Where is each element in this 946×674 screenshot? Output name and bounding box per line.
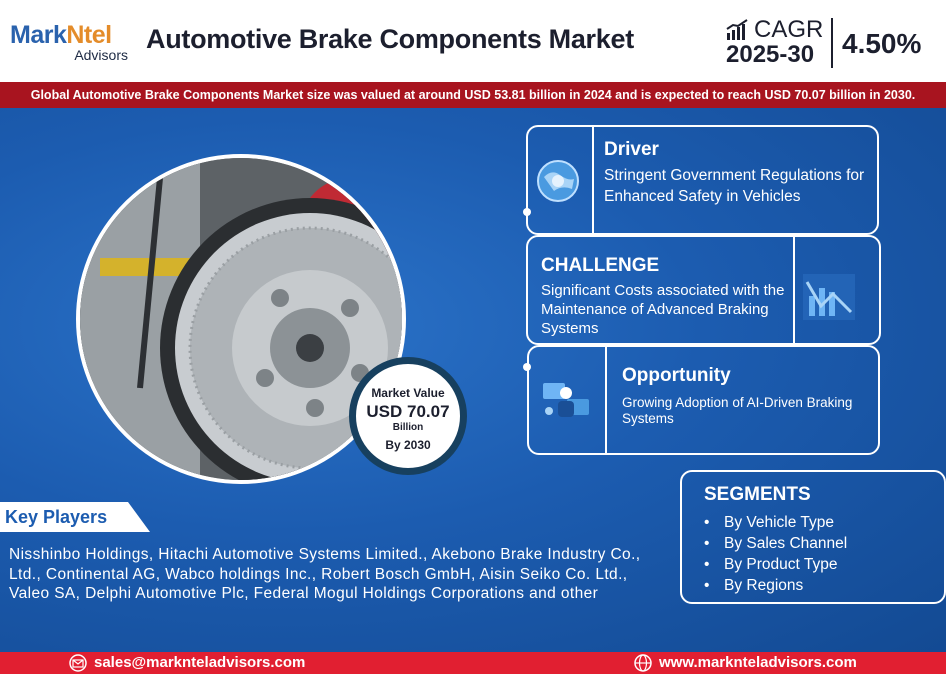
segments-title: SEGMENTS <box>704 484 811 505</box>
ai-assistant-icon <box>543 383 589 417</box>
challenge-title: CHALLENGE <box>541 255 660 276</box>
cagr-label: CAGR <box>754 16 824 43</box>
logo-ntel: Ntel <box>66 21 112 49</box>
key-players-text: Nisshinbo Holdings, Hitachi Automotive S… <box>9 546 641 602</box>
market-value-badge: Market Value USD 70.07 Billion By 2030 <box>349 357 467 475</box>
globe-regulation-icon <box>537 160 579 202</box>
segment-item: By Regions <box>704 575 944 596</box>
challenge-text: Significant Costs associated with the Ma… <box>541 282 785 337</box>
driver-title: Driver <box>604 139 659 160</box>
opportunity-title: Opportunity <box>622 365 731 386</box>
segment-item: By Sales Channel <box>704 533 944 554</box>
driver-dot <box>523 208 531 216</box>
logo-sub: Advisors <box>74 47 128 63</box>
key-players-tag: Key Players <box>0 502 150 532</box>
challenge-icon-cell <box>793 237 795 343</box>
opportunity-text: Growing Adoption of AI-Driven Braking Sy… <box>622 395 853 426</box>
segments-box: SEGMENTS By Vehicle Type By Sales Channe… <box>680 470 946 604</box>
driver-icon-cell <box>528 127 594 233</box>
email-link[interactable]: sales@markntel​advisors.com <box>94 654 306 671</box>
market-value-year: By 2030 <box>385 438 431 452</box>
market-value-unit: Billion <box>392 422 424 433</box>
opportunity-icon-cell <box>529 347 607 453</box>
logo-mark: Mark <box>10 21 67 49</box>
growth-chart-icon <box>726 19 748 40</box>
challenge-card: CHALLENGE Significant Costs associated w… <box>523 235 881 371</box>
globe-icon <box>634 654 652 672</box>
logo-wordmark: MarkNtel <box>10 22 132 48</box>
opportunity-card: Opportunity Growing Adoption of AI-Drive… <box>527 345 880 455</box>
infographic-body: Market Value USD 70.07 Billion By 2030 D… <box>0 108 946 652</box>
segment-item: By Product Type <box>704 554 944 575</box>
declining-chart-icon <box>803 274 855 320</box>
driver-card: Driver Stringent Government Regulations … <box>523 125 879 235</box>
market-value-amount: USD 70.07 <box>366 402 450 421</box>
cagr-divider <box>831 18 833 68</box>
email-icon <box>69 654 87 672</box>
footer-email[interactable]: sales@markntel​advisors.com <box>68 654 306 672</box>
cagr-years: 2025-30 <box>726 41 815 68</box>
footer-website[interactable]: www.markntel​advisors.com <box>633 654 857 672</box>
header: MarkNtel Advisors Automotive Brake Compo… <box>0 0 946 82</box>
cagr-box: CAGR 2025-30 <box>726 18 826 68</box>
footer: sales@markntel​advisors.com www.markntel… <box>0 652 946 674</box>
market-summary-banner: Global Automotive Brake Components Marke… <box>0 82 946 108</box>
cagr-value: 4.50% <box>842 28 922 59</box>
website-link[interactable]: www.markntel​advisors.com <box>659 654 857 671</box>
markntel-logo[interactable]: MarkNtel Advisors <box>10 22 132 62</box>
segment-item: By Vehicle Type <box>704 512 944 533</box>
segments-list: By Vehicle Type By Sales Channel By Prod… <box>704 512 944 596</box>
market-value-label: Market Value <box>371 386 445 400</box>
page-title: Automotive Brake Components Market <box>146 24 634 54</box>
driver-text: Stringent Government Regulations for Enh… <box>604 167 865 205</box>
